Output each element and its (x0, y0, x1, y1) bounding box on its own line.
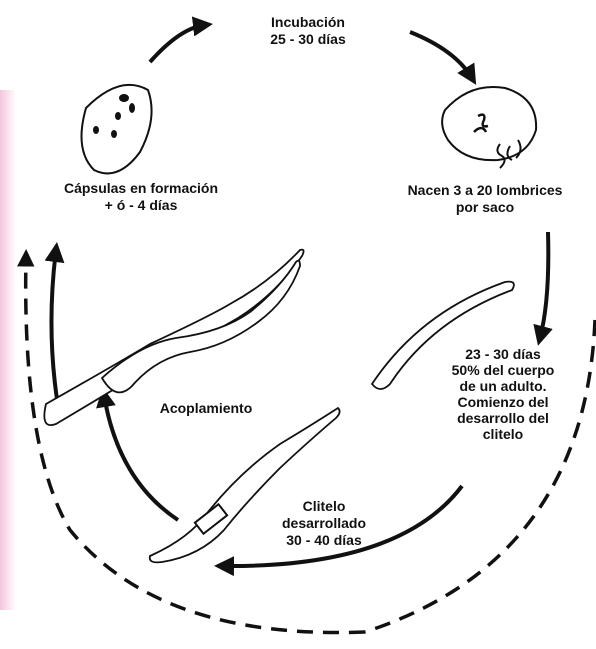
capsule-forming-icon (82, 85, 152, 174)
arrow-to-incubation (150, 25, 205, 62)
dashed-left-arc (26, 256, 365, 633)
clitellum-label: Clitelo desarrollado 30 - 40 días (262, 498, 386, 549)
capsules-label: Cápsulas en formación + ó - 4 días (26, 180, 256, 214)
mating-label: Acoplamiento (136, 400, 276, 417)
growth-label: 23 - 30 días 50% del cuerpo de un adulto… (432, 346, 574, 442)
hatching-label: Nacen 3 a 20 lombrices por saco (376, 182, 594, 216)
hatching-cocoon-icon (442, 87, 536, 168)
mating-worm-icon (44, 250, 303, 426)
arrow-to-capsules (51, 250, 58, 406)
incubation-label: Incubación 25 - 30 días (238, 14, 378, 48)
arrow-to-hatching (410, 32, 472, 78)
arrow-to-growth (540, 232, 548, 338)
